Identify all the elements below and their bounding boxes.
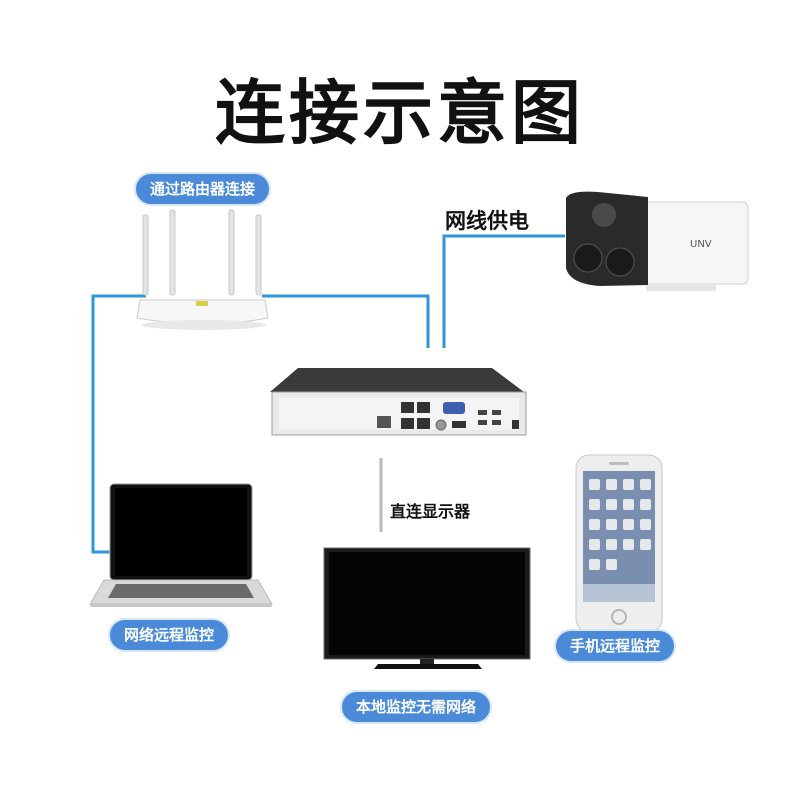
cable-camera-nvr	[442, 234, 565, 348]
phone-label: 手机远程监控	[556, 631, 675, 661]
poe-label: 网线供电	[445, 209, 529, 233]
cable-router-nvr	[262, 294, 430, 348]
tv-label: 本地监控无需网络	[342, 692, 491, 722]
nvr-icon	[270, 368, 527, 436]
phone-icon	[575, 454, 663, 633]
camera-brand: UNV	[690, 239, 712, 250]
page-title: 连接示意图	[215, 72, 585, 154]
laptop-icon	[89, 483, 273, 607]
cable-router-laptop	[91, 294, 146, 554]
router-label: 通过路由器连接	[136, 174, 270, 204]
laptop-label: 网络远程监控	[110, 620, 229, 650]
cables	[91, 234, 565, 554]
camera-icon: UNV	[566, 191, 749, 291]
monitor-icon	[323, 547, 531, 669]
direct-display-label: 直连显示器	[390, 502, 471, 521]
router-icon	[136, 209, 269, 330]
